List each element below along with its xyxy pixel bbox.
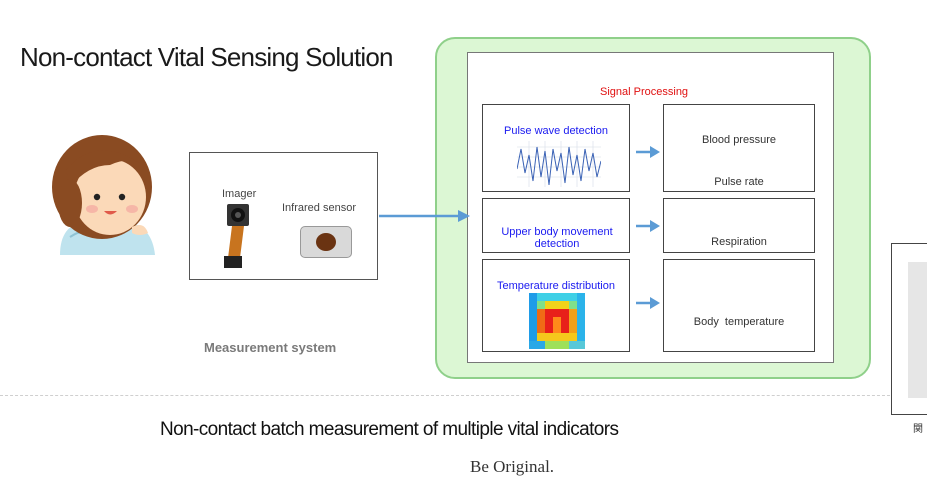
pulse-waveform-icon (517, 141, 601, 187)
infrared-sensor-icon (300, 226, 352, 258)
footer-divider (0, 395, 900, 396)
footer-caption: Non-contact batch measurement of multipl… (160, 419, 619, 440)
arrow-to-processing (379, 210, 470, 222)
side-card (891, 243, 927, 415)
page-title: Non-contact Vital Sensing Solution (20, 42, 393, 72)
respiration-label: Respiration (711, 236, 767, 248)
signal-processing-header: Signal Processing (600, 86, 689, 98)
child-illustration (52, 135, 155, 255)
blood-pressure-label: Blood pressure (702, 134, 776, 146)
measurement-system-box (189, 152, 378, 280)
body-temperature-box: Body temperature (663, 259, 815, 352)
side-card-image (908, 262, 927, 398)
pulse-rate-label: Pulse rate (714, 176, 764, 188)
blood-pressure-box: Blood pressure Pulse rate (663, 104, 815, 192)
thermal-heatmap-icon (529, 293, 585, 349)
body-temperature-label: Body temperature (693, 316, 785, 328)
arrow-movement-to-respiration (636, 220, 660, 232)
pulse-wave-label: Pulse wave detection (504, 125, 608, 137)
infrared-lens-icon (316, 233, 336, 251)
temperature-distribution-box: Temperature distribution (482, 259, 630, 352)
measurement-system-label: Measurement system (204, 340, 337, 355)
temperature-distribution-label: Temperature distribution (496, 280, 615, 292)
pulse-wave-box: Pulse wave detection (482, 104, 630, 192)
infrared-sensor-label: Infrared sensor (282, 202, 356, 214)
upper-body-movement-label: Upper body movement detection (501, 226, 613, 250)
slogan: Be Original. (470, 457, 555, 476)
arrow-temperature-to-body-temperature (636, 297, 660, 309)
imager-label: Imager (222, 188, 257, 200)
respiration-box: Respiration (663, 198, 815, 253)
upper-body-movement-box: Upper body movement detection (482, 198, 630, 253)
arrow-pulse-to-blood-pressure (636, 146, 660, 158)
camera-module-icon (224, 204, 249, 268)
side-card-caption: 関 (913, 424, 923, 435)
